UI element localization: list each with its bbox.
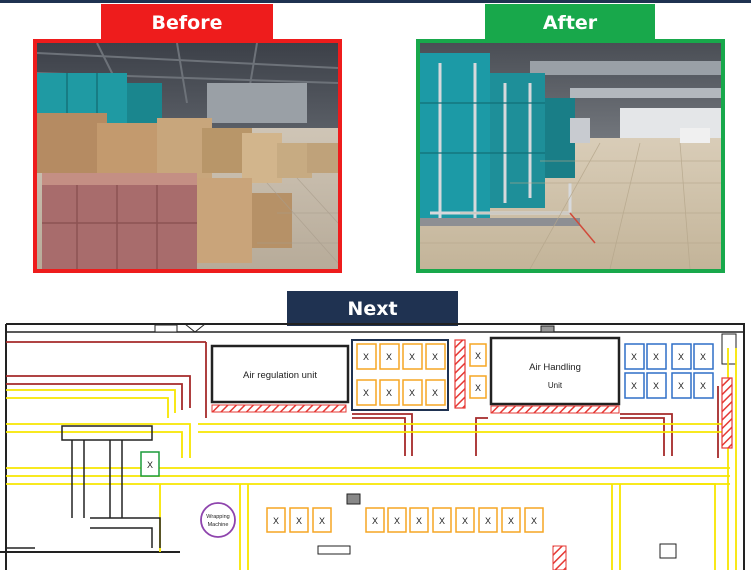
air-handling-unit: Air Handling Unit — [489, 336, 621, 414]
svg-text:X: X — [485, 516, 491, 526]
svg-text:X: X — [409, 352, 415, 362]
svg-text:X: X — [372, 516, 378, 526]
svg-text:X: X — [678, 381, 684, 391]
svg-text:X: X — [653, 381, 659, 391]
svg-text:X: X — [700, 352, 706, 362]
svg-text:X: X — [319, 516, 325, 526]
svg-text:Machine: Machine — [208, 522, 229, 528]
svg-text:X: X — [409, 388, 415, 398]
before-photo — [33, 39, 342, 273]
svg-text:X: X — [631, 381, 637, 391]
warehouse-photo-cluttered-icon — [37, 43, 338, 269]
air-regulation-unit-label: Air regulation unit — [243, 370, 317, 381]
svg-text:X: X — [462, 516, 468, 526]
hatched-zone-bottom — [552, 545, 567, 570]
svg-text:X: X — [394, 516, 400, 526]
orange-slot-group-a: X X X X X X X X — [351, 339, 449, 411]
svg-text:X: X — [678, 352, 684, 362]
hatched-zone-right — [721, 377, 733, 449]
svg-text:X: X — [416, 516, 422, 526]
hatched-zone — [454, 339, 466, 409]
air-regulation-unit: Air regulation unit — [210, 344, 350, 413]
red-wall-lines — [6, 341, 719, 458]
svg-text:X: X — [531, 516, 537, 526]
air-handling-unit-label-line2: Unit — [548, 381, 563, 390]
small-fixture — [659, 543, 677, 559]
svg-text:X: X — [508, 516, 514, 526]
svg-text:X: X — [439, 516, 445, 526]
orange-slot-pair: X X — [469, 343, 487, 399]
top-rule — [0, 0, 751, 3]
building-walls — [0, 323, 745, 570]
svg-text:X: X — [273, 516, 279, 526]
after-photo — [416, 39, 725, 273]
svg-text:X: X — [475, 383, 481, 393]
svg-text:X: X — [653, 352, 659, 362]
svg-text:X: X — [363, 352, 369, 362]
door-symbol — [317, 545, 351, 555]
svg-text:X: X — [475, 351, 481, 361]
green-slot: X — [140, 451, 160, 477]
svg-text:X: X — [432, 352, 438, 362]
svg-text:X: X — [363, 388, 369, 398]
warehouse-photo-clear-icon — [420, 43, 721, 269]
svg-text:X: X — [147, 460, 153, 470]
after-label: After — [485, 4, 655, 41]
svg-text:X: X — [432, 388, 438, 398]
svg-text:Wrapping: Wrapping — [206, 514, 229, 520]
aisle-lines — [6, 348, 737, 570]
blue-slot-group: X X X X X X X X — [624, 343, 714, 399]
svg-text:X: X — [631, 352, 637, 362]
before-label: Before — [101, 4, 273, 41]
svg-text:X: X — [700, 381, 706, 391]
svg-text:X: X — [386, 388, 392, 398]
wrapping-machine: Wrapping Machine — [200, 502, 236, 538]
floor-marker — [346, 493, 361, 505]
svg-text:X: X — [296, 516, 302, 526]
machine-outline — [5, 425, 161, 549]
svg-text:X: X — [386, 352, 392, 362]
air-handling-unit-label-line1: Air Handling — [529, 362, 581, 373]
next-label: Next — [287, 291, 458, 326]
